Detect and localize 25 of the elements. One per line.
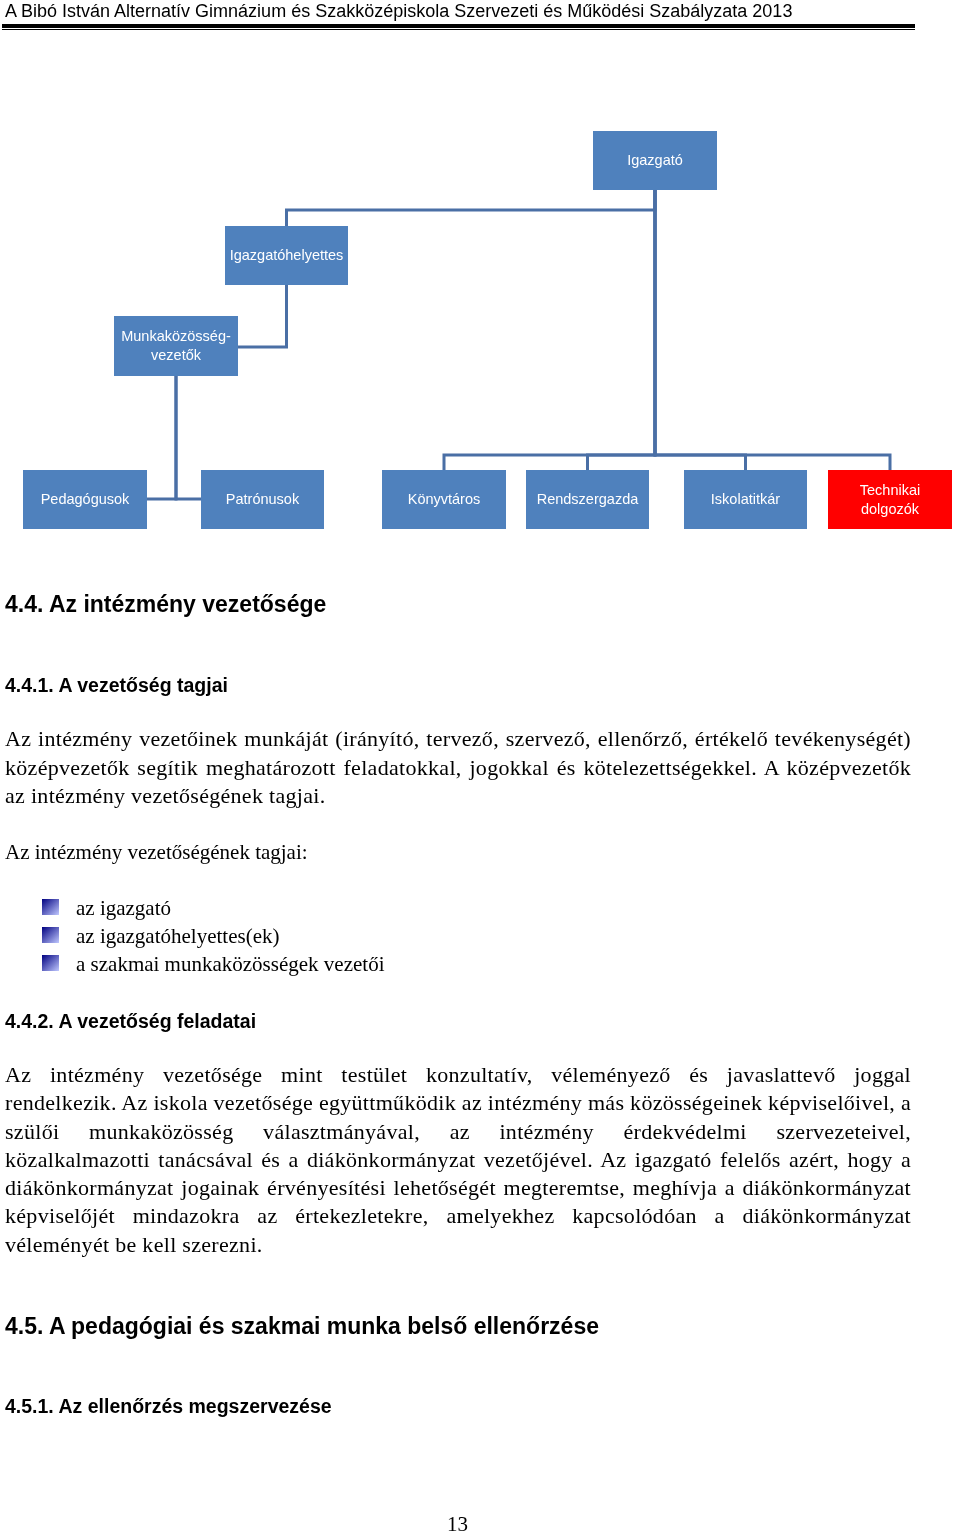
subsection-heading: 4.4.2. A vezetőség feladatai (5, 1009, 257, 1033)
org-box: Patrónusok (201, 470, 324, 529)
org-box: Iskolatitkár (684, 470, 807, 529)
subsection-heading: 4.4.1. A vezetőség tagjai (5, 673, 228, 697)
list-item: a szakmai munkaközösségek vezetői (76, 951, 385, 978)
org-box: Könyvtáros (382, 470, 506, 529)
list-item: az igazgató (76, 895, 172, 922)
org-box: Technikai dolgozók (828, 470, 952, 529)
org-box: Rendszergazda (526, 470, 649, 529)
paragraph: Az intézmény vezetőinek munkáját (irányító, tervező, szervező, ellenőrző, értékelő tevékenységét) középvezetők segítik meghatározott feladatokkal, jogokkal és kötelezettségekkel. A középvezetők az intézmény vezetőségének tagjai. (5, 725, 911, 810)
connector-line (174, 376, 201, 501)
list-item: az igazgatóhelyettes(ek) (76, 923, 280, 950)
section-heading: 4.5. A pedagógiai és szakmai munka belső ellenőrzése (5, 1312, 599, 1340)
subsection-heading: 4.5.1. Az ellenőrzés megszervezése (5, 1394, 332, 1418)
org-box: Igazgató (593, 131, 717, 190)
paragraph: Az intézmény vezetőségének tagjai: (5, 839, 308, 866)
paragraph: Az intézmény vezetősége mint testület konzultatív, véleményező és javaslattevő joggal rendelkezik. Az iskola vezetősége együttműködik az intézmény más közösségeinek képviselőivel, a szülői munkaközösség választmányával, az intézmény érdekvédelmi szervezeteivel, közalkalmazotti tanácsával és a diákönkormányzat vezetőjével. Az igazgató felelős azért, hogy a diákönkormányzat jogainak érvényesítési lehetőségét megteremtse, meghívja a diákönkormányzat képviselőjét mindazokra az értekezletekre, amelyekhez kapcsolódóan a diákönkormányzat véleményét be kell szerezni. (5, 1061, 911, 1259)
connector-line (238, 285, 288, 349)
section-heading: 4.4. Az intézmény vezetősége (5, 590, 327, 618)
org-box: Pedagógusok (23, 470, 147, 529)
connector-line (653, 190, 892, 470)
page-number: 13 (447, 1512, 468, 1535)
org-box: Igazgatóhelyettes (225, 226, 348, 285)
page-header: A Bibó István Alternatív Gimnázium és Szakközépiskola Szervezeti és Működési Szabályzata 2013 (5, 0, 793, 22)
org-box: Munkaközösség- vezetők (114, 316, 238, 376)
